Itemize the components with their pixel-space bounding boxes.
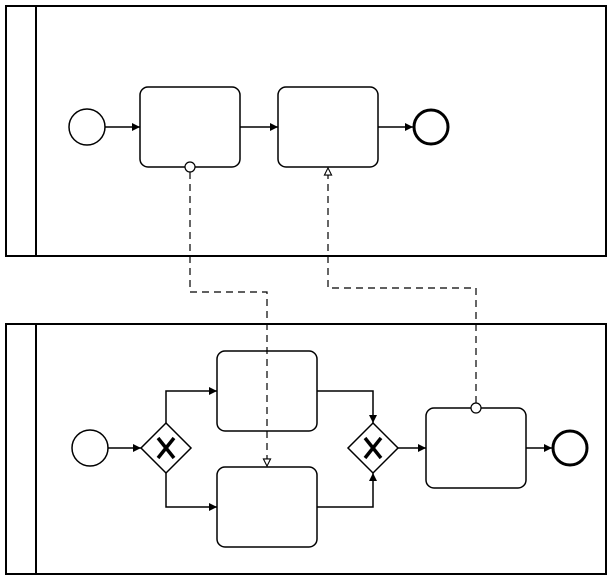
bottom-end-event[interactable] (551, 429, 589, 467)
message-flow-top-task1-to-lower-task (189, 172, 267, 467)
message-origin-circle (184, 161, 196, 173)
bottom-start-event[interactable] (71, 429, 109, 467)
pool-bottom-header (5, 323, 37, 575)
bottom-join-gateway[interactable] (346, 421, 400, 475)
bottom-task-final[interactable] (425, 407, 527, 489)
message-origin-circle (470, 402, 482, 414)
message-flows (184, 161, 482, 467)
flow-lower-task-to-join (317, 473, 377, 508)
flow-upper-task-to-join (317, 390, 377, 423)
pool-top-header (5, 5, 37, 257)
top-task-2-box (277, 86, 379, 168)
flow-split-to-lower-task (165, 473, 217, 511)
exclusive-x-icon (156, 436, 176, 460)
bottom-task-lower[interactable] (216, 466, 318, 548)
exclusive-x-icon (363, 436, 383, 460)
bottom-split-gateway[interactable] (139, 421, 193, 475)
bottom-task-final-box (425, 407, 527, 489)
top-task-2[interactable] (277, 86, 379, 168)
top-start-event[interactable] (68, 108, 106, 146)
top-task-1-box (139, 86, 241, 168)
top-task-1[interactable] (139, 86, 241, 168)
bottom-sequence-flows (108, 387, 552, 511)
bottom-task-lower-box (216, 466, 318, 548)
top-end-event[interactable] (412, 108, 450, 146)
flow-split-to-upper-task (165, 387, 217, 423)
